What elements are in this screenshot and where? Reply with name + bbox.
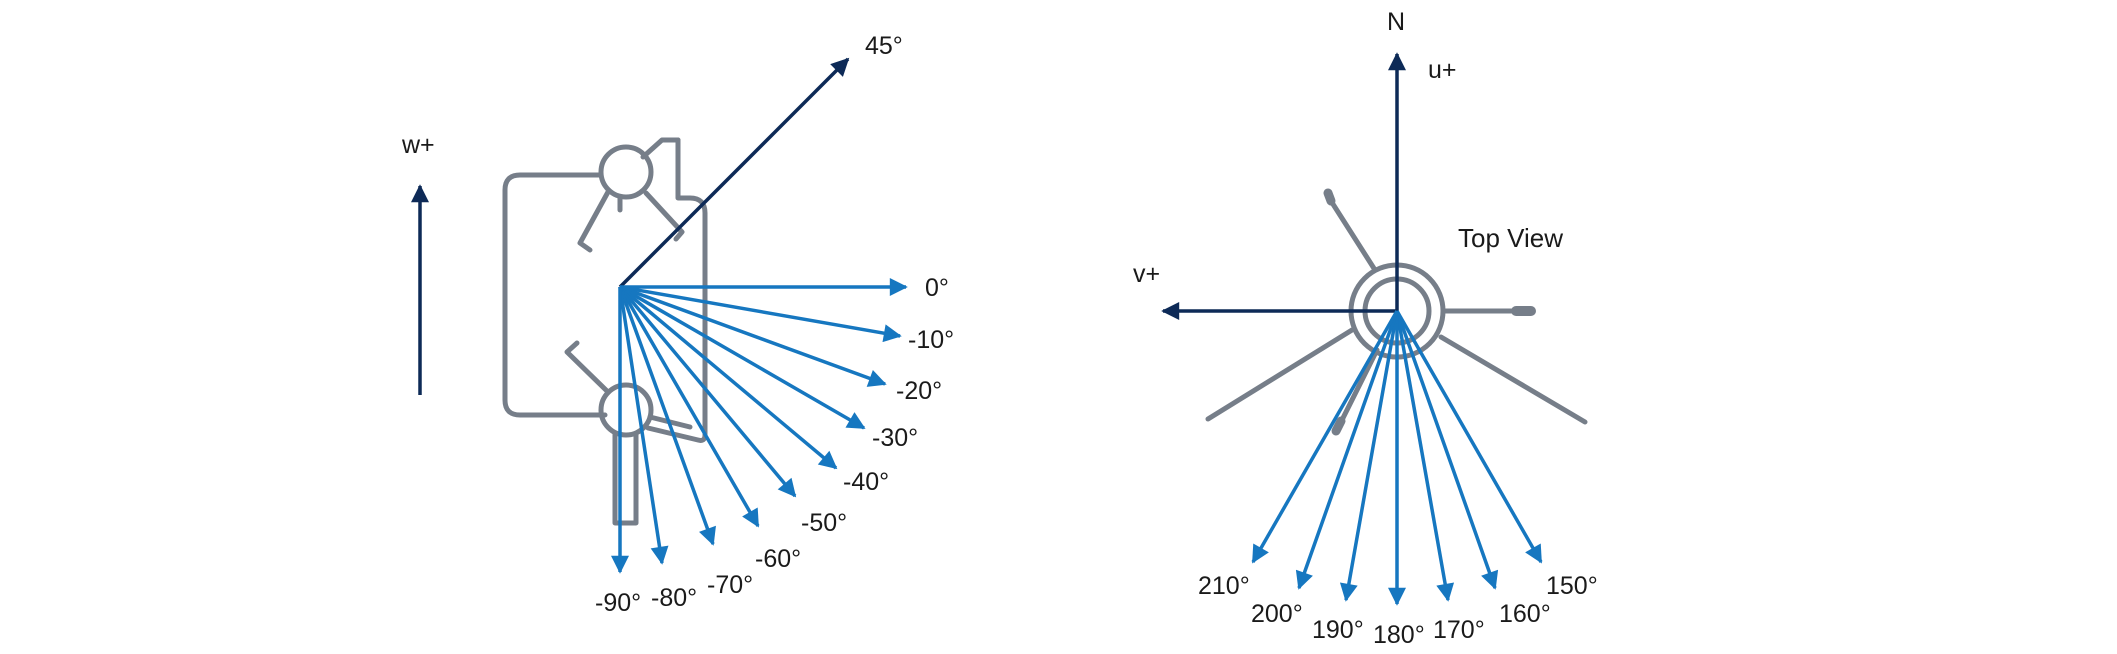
- side-ray-60-arrow: [618, 286, 760, 528]
- side-view: w+ 45° 0° -10° -20° -30° -40° -50°: [401, 32, 954, 617]
- side-ray-40-label: -40°: [843, 468, 889, 496]
- top-ray-150-label: 150°: [1546, 572, 1598, 600]
- top-ray-170: 170°: [1395, 310, 1485, 644]
- top-ray-180: 180°: [1373, 311, 1425, 649]
- instrument-rear-frame: [645, 137, 708, 443]
- side-ray-30-arrow: [619, 285, 866, 430]
- side-ray-20-arrow: [619, 285, 887, 387]
- side-ray-80: -80°: [618, 286, 697, 612]
- side-ray-30-label: -30°: [872, 424, 918, 452]
- v-axis-label: v+: [1133, 260, 1160, 288]
- top-ray-200-label: 200°: [1251, 600, 1303, 628]
- top-strut-lower-right: [1438, 334, 1588, 425]
- top-ray-210-arrow: [1251, 310, 1399, 564]
- top-arm-lower: [1336, 347, 1380, 429]
- top-ray-160-label: 160°: [1499, 600, 1551, 628]
- top-strut-lower-left: [1205, 327, 1355, 422]
- side-ray-10-arrow: [619, 285, 902, 343]
- side-ray-80-label: -80°: [651, 584, 697, 612]
- side-ray-30: -30°: [619, 285, 918, 452]
- side-ray-70: -70°: [618, 286, 753, 599]
- top-view-title: Top View: [1458, 223, 1563, 253]
- side-ray-0: 0°: [620, 274, 949, 302]
- upper-left-arm: [577, 189, 611, 253]
- side-ray-90-label: -90°: [595, 589, 641, 617]
- top-ray-190: 190°: [1312, 310, 1399, 644]
- top-ray-190-label: 190°: [1312, 616, 1364, 644]
- top-ray-180-label: 180°: [1373, 621, 1425, 649]
- side-ray-60: -60°: [618, 286, 801, 573]
- side-ray-50-label: -50°: [801, 509, 847, 537]
- top-ray-160-arrow: [1395, 310, 1499, 590]
- u-axis-label: u+: [1428, 56, 1457, 84]
- top-ray-200: 200°: [1251, 310, 1399, 628]
- top-ray-210-label: 210°: [1198, 572, 1250, 600]
- top-arm-lower-tip: [1331, 416, 1346, 436]
- side-ray-70-label: -70°: [707, 571, 753, 599]
- side-ray-70-arrow: [618, 286, 716, 546]
- top-arm-upper-left-tip: [1323, 188, 1336, 206]
- top-ray-150: 150°: [1395, 310, 1598, 600]
- upper-transducer-circle: [598, 144, 654, 200]
- instrument-upper-strut: [640, 137, 681, 160]
- side-ray-10-label: -10°: [908, 326, 954, 354]
- top-arm-upper-left: [1328, 198, 1378, 273]
- top-ray-210: 210°: [1198, 310, 1399, 600]
- north-label: N: [1387, 8, 1405, 36]
- instrument-frame: [502, 172, 608, 418]
- lower-left-arm: [564, 340, 611, 395]
- top-ray-150-arrow: [1395, 310, 1543, 564]
- side-ray-40-arrow: [618, 285, 838, 470]
- top-ray-190-arrow: [1339, 310, 1399, 602]
- side-ray-20-label: -20°: [896, 377, 942, 405]
- side-ray-40: -40°: [618, 285, 889, 496]
- side-ray-10: -10°: [619, 285, 954, 354]
- upper-right-arm: [643, 190, 685, 242]
- reference-45-label: 45°: [865, 32, 903, 60]
- side-ray-80-arrow: [618, 286, 669, 565]
- reference-45-arrow: [618, 57, 850, 289]
- side-ray-90: -90°: [595, 287, 641, 617]
- side-ray-20: -20°: [619, 285, 942, 405]
- side-ray-50: -50°: [618, 285, 847, 537]
- side-ray-0-label: 0°: [925, 274, 949, 302]
- top-ray-160: 160°: [1395, 310, 1551, 628]
- top-ray-200-arrow: [1295, 310, 1399, 590]
- top-ray-170-arrow: [1395, 310, 1455, 602]
- side-ray-50-arrow: [618, 285, 797, 498]
- support-post: [612, 431, 639, 526]
- lower-transducer-circle: [598, 382, 654, 438]
- top-view: N u+ v+ Top View 150° 160° 170° 180° 190…: [1133, 8, 1598, 649]
- top-ray-170-label: 170°: [1433, 616, 1485, 644]
- side-ray-60-label: -60°: [755, 545, 801, 573]
- w-axis-label: w+: [401, 131, 435, 159]
